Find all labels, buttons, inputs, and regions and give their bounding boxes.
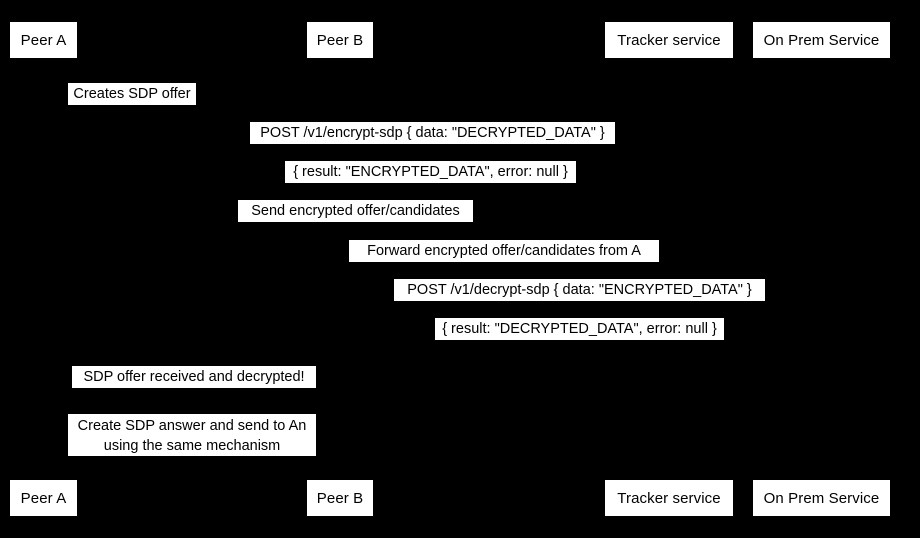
message-text: Send encrypted offer/candidates xyxy=(251,203,460,219)
message-creates-sdp-offer: Creates SDP offer xyxy=(68,83,196,105)
participant-label: On Prem Service xyxy=(763,489,880,507)
participant-on-prem-service-top[interactable]: On Prem Service xyxy=(753,22,890,58)
participant-label: Tracker service xyxy=(617,31,721,49)
message-text: POST /v1/encrypt-sdp { data: "DECRYPTED_… xyxy=(260,125,605,141)
participant-tracker-service-bottom[interactable]: Tracker service xyxy=(605,480,733,516)
participant-peer-a-top[interactable]: Peer A xyxy=(10,22,77,58)
message-post-decrypt-sdp: POST /v1/decrypt-sdp { data: "ENCRYPTED_… xyxy=(394,279,765,301)
participant-peer-a-bottom[interactable]: Peer A xyxy=(10,480,77,516)
message-forward-encrypted-offer: Forward encrypted offer/candidates from … xyxy=(349,240,659,262)
note-line-1: Create SDP answer and send to An xyxy=(77,418,307,434)
message-sdp-offer-received: SDP offer received and decrypted! xyxy=(72,366,316,388)
message-text: SDP offer received and decrypted! xyxy=(83,369,305,385)
message-send-encrypted-offer: Send encrypted offer/candidates xyxy=(238,200,473,222)
participant-label: Peer A xyxy=(20,31,67,49)
participant-label: On Prem Service xyxy=(763,31,880,49)
participant-tracker-service-top[interactable]: Tracker service xyxy=(605,22,733,58)
message-text: POST /v1/decrypt-sdp { data: "ENCRYPTED_… xyxy=(407,282,752,298)
participant-label: Peer A xyxy=(20,489,67,507)
participant-label: Peer B xyxy=(316,31,364,49)
lifeline-on-prem-service xyxy=(821,58,822,478)
message-post-encrypt-sdp: POST /v1/encrypt-sdp { data: "DECRYPTED_… xyxy=(250,122,615,144)
participant-label: Tracker service xyxy=(617,489,721,507)
message-decrypt-sdp-result: { result: "DECRYPTED_DATA", error: null … xyxy=(435,318,724,340)
message-text: { result: "DECRYPTED_DATA", error: null … xyxy=(442,321,717,337)
message-encrypt-sdp-result: { result: "ENCRYPTED_DATA", error: null … xyxy=(285,161,576,183)
participant-on-prem-service-bottom[interactable]: On Prem Service xyxy=(753,480,890,516)
message-text: Forward encrypted offer/candidates from … xyxy=(367,243,641,259)
participant-peer-b-bottom[interactable]: Peer B xyxy=(307,480,373,516)
lifeline-peer-a xyxy=(43,58,44,478)
note-line-2: using the same mechanism xyxy=(103,438,281,454)
participant-label: Peer B xyxy=(316,489,364,507)
lifeline-tracker-service xyxy=(669,58,670,478)
message-text: Creates SDP offer xyxy=(73,86,191,102)
message-text: { result: "ENCRYPTED_DATA", error: null … xyxy=(293,164,568,180)
lifeline-peer-b xyxy=(340,58,341,478)
participant-peer-b-top[interactable]: Peer B xyxy=(307,22,373,58)
note-create-sdp-answer: Create SDP answer and send to An using t… xyxy=(68,414,316,456)
